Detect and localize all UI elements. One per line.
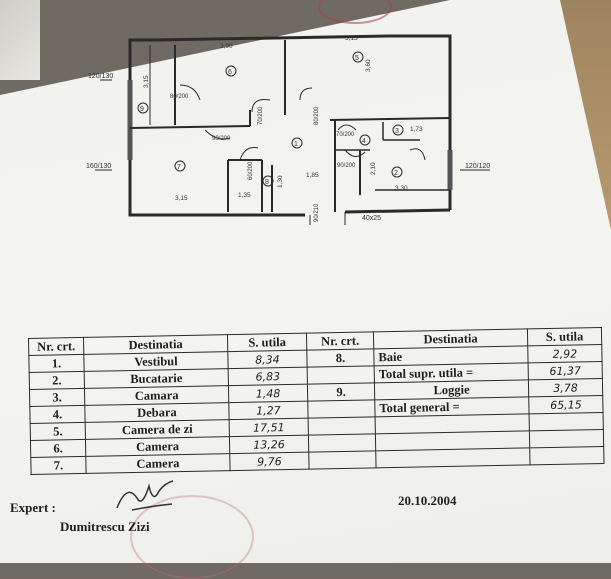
header-suprafata: S. utila xyxy=(527,327,602,346)
room-name: Camera xyxy=(85,453,231,474)
empty-cell xyxy=(529,429,604,448)
dimension-label: 1,30 xyxy=(277,175,284,188)
empty-cell xyxy=(308,433,376,453)
expert-name: Dumitrescu Zizi xyxy=(60,519,150,534)
window-label: 120/120 xyxy=(465,163,490,170)
row-number: 8. xyxy=(306,348,375,368)
row-number xyxy=(307,365,375,385)
room-number-1: 1 xyxy=(294,141,298,148)
row-number: 5. xyxy=(30,422,86,441)
door-label: 70/200 xyxy=(258,106,264,125)
background-left xyxy=(0,0,40,80)
dimension-label: 1,85 xyxy=(306,172,319,179)
room-number-3: 3 xyxy=(395,128,399,135)
dimension-label: 3,15 xyxy=(143,75,150,88)
room-area: 9,76 xyxy=(229,452,310,471)
dimension-label: 1,73 xyxy=(410,126,423,133)
room-area: 3,78 xyxy=(528,378,603,397)
row-number: 4. xyxy=(29,405,86,424)
window-label: 120/130 xyxy=(88,73,113,80)
room-number-8: 8 xyxy=(265,179,269,186)
row-number xyxy=(307,399,376,419)
room-area: 1,27 xyxy=(228,401,309,420)
dimension-label: 3,60 xyxy=(365,59,372,72)
document-sheet xyxy=(0,0,611,563)
door-label: 80/200 xyxy=(314,106,320,125)
room-number-7: 7 xyxy=(177,164,181,171)
empty-cell xyxy=(308,450,377,470)
empty-cell xyxy=(375,447,531,468)
row-number: 2. xyxy=(29,371,85,390)
dimension-label: 3,30 xyxy=(395,185,408,192)
floor-plan: 1 2 3 4 5 6 7 8 9 3,90 5,15 3,60 3,15 3,… xyxy=(86,34,490,225)
opening-label: 40x25 xyxy=(362,215,381,222)
header-suprafata: S. utila xyxy=(227,333,307,352)
door-label: 90/200 xyxy=(337,163,356,169)
room-number-5: 5 xyxy=(355,55,359,62)
door-label: 90/200 xyxy=(212,136,231,142)
dimension-label: 1,35 xyxy=(238,192,251,199)
window-label: 160/130 xyxy=(86,163,111,170)
total-value: 61,37 xyxy=(528,361,603,380)
room-area: 13,26 xyxy=(229,435,309,454)
room-area: 17,51 xyxy=(229,418,309,437)
room-area: 8,34 xyxy=(227,350,308,369)
header-nr: Nr. crt. xyxy=(28,337,84,356)
door-label: 90/210 xyxy=(314,203,320,222)
row-number: 7. xyxy=(30,456,87,475)
room-number-6: 6 xyxy=(228,69,232,76)
surface-table: Nr. crt. Destinatia S. utila Nr. crt. De… xyxy=(28,327,605,475)
door-label: 80/200 xyxy=(170,94,189,100)
empty-cell xyxy=(529,446,605,465)
dimension-label: 3,90 xyxy=(220,43,233,50)
dimension-label: 3,15 xyxy=(175,195,188,202)
room-number-4: 4 xyxy=(362,138,366,145)
row-number: 1. xyxy=(28,354,85,373)
room-area: 2,92 xyxy=(527,344,603,363)
door-label: 70/200 xyxy=(336,132,355,138)
room-area: 6,83 xyxy=(228,367,308,386)
header-nr: Nr. crt. xyxy=(306,331,374,351)
expert-label: Expert : xyxy=(10,500,56,515)
total-value: 65,15 xyxy=(528,395,604,414)
room-number-9: 9 xyxy=(140,106,144,113)
empty-cell xyxy=(529,412,604,431)
dimension-label: 5,15 xyxy=(345,35,358,42)
signature-icon xyxy=(116,480,174,511)
row-number: 6. xyxy=(30,439,86,458)
document-date: 20.10.2004 xyxy=(398,493,457,508)
dimension-label: 2,10 xyxy=(370,162,377,175)
empty-cell xyxy=(308,416,376,436)
room-area: 1,48 xyxy=(228,384,308,403)
room-number-2: 2 xyxy=(394,170,398,177)
row-number: 3. xyxy=(29,388,85,407)
door-label: 60/200 xyxy=(248,161,254,180)
row-number: 9. xyxy=(307,382,375,402)
